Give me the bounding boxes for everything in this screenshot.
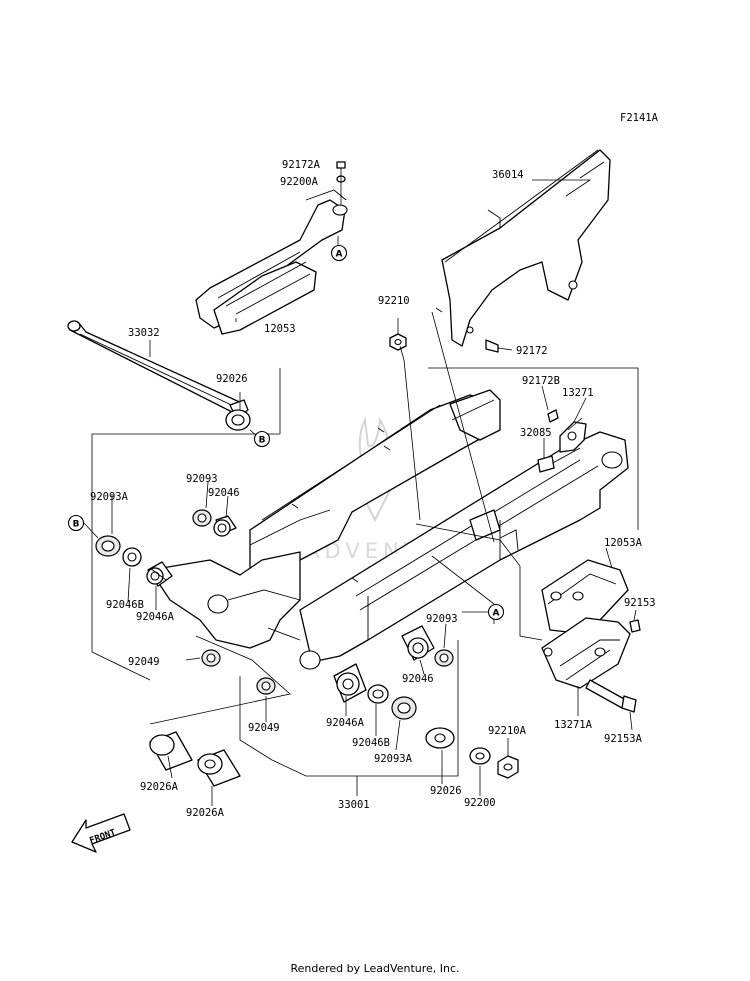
- part-label: 92046A: [326, 717, 365, 729]
- chain-adjuster-drawing: [537, 409, 587, 473]
- right-bearing-set-drawing: [333, 625, 519, 779]
- part-label: 92049: [128, 656, 160, 668]
- part-label: 13271A: [554, 719, 593, 731]
- swingarm-33001-drawing: [149, 389, 629, 670]
- collars-92026a-drawing: [149, 731, 241, 787]
- svg-text:B: B: [259, 436, 266, 446]
- front-direction-arrow: FRONT: [71, 813, 131, 853]
- part-label: 92046: [402, 673, 434, 685]
- part-label: 92026A: [186, 807, 225, 819]
- part-label: 92093A: [374, 753, 413, 765]
- part-label: 92049: [248, 722, 280, 734]
- svg-text:A: A: [336, 250, 343, 260]
- part-label: 92093: [426, 613, 458, 625]
- part-label: 92046: [208, 487, 240, 499]
- part-label: 32085: [520, 427, 552, 439]
- callout-b-shaft: B: [253, 430, 271, 448]
- part-label: 92172B: [522, 375, 560, 387]
- leader-lines: [91, 179, 639, 806]
- callout-a-right: A: [487, 603, 505, 621]
- pivot-shaft-33032-drawing: [67, 320, 259, 438]
- part-label: 92200: [464, 797, 496, 809]
- part-label: 92046B: [352, 737, 390, 749]
- part-label: 92210: [378, 295, 410, 307]
- part-label: 92093A: [90, 491, 129, 503]
- part-label: 92026: [216, 373, 248, 385]
- figure-code: F2141A: [620, 112, 659, 124]
- part-label: 92026: [430, 785, 462, 797]
- part-label: 92200A: [280, 176, 319, 188]
- part-label: 92153: [624, 597, 656, 609]
- part-label: 92172A: [282, 159, 321, 171]
- part-label: 92046B: [106, 599, 144, 611]
- svg-text:B: B: [73, 520, 80, 530]
- part-label: 12053A: [604, 537, 643, 549]
- part-label: 33032: [128, 327, 160, 339]
- part-labels: 92172A 92200A 12053 36014 92172 92210 33…: [90, 159, 656, 819]
- part-label: 92153A: [604, 733, 643, 745]
- part-label: 92172: [516, 345, 548, 357]
- part-label: 92046A: [136, 611, 175, 623]
- part-label: 92093: [186, 473, 218, 485]
- svg-text:A: A: [493, 609, 500, 619]
- footer-credit: Rendered by LeadVenture, Inc.: [290, 962, 460, 975]
- part-label: 92026A: [140, 781, 179, 793]
- part-label: 12053: [264, 323, 296, 335]
- part-label: 13271: [562, 387, 594, 399]
- part-label: 92210A: [488, 725, 527, 737]
- nut-92210-drawing: [389, 318, 407, 351]
- chain-guide-drawing: [541, 559, 641, 713]
- callout-b-left: B: [67, 514, 85, 532]
- left-bearing-set-drawing: [95, 509, 276, 695]
- part-label: 36014: [492, 169, 524, 181]
- chain-guard-36014-drawing: [435, 149, 611, 353]
- callout-a-top: A: [330, 244, 348, 262]
- part-label: 33001: [338, 799, 370, 811]
- chain-slider-12053-drawing: [195, 161, 348, 335]
